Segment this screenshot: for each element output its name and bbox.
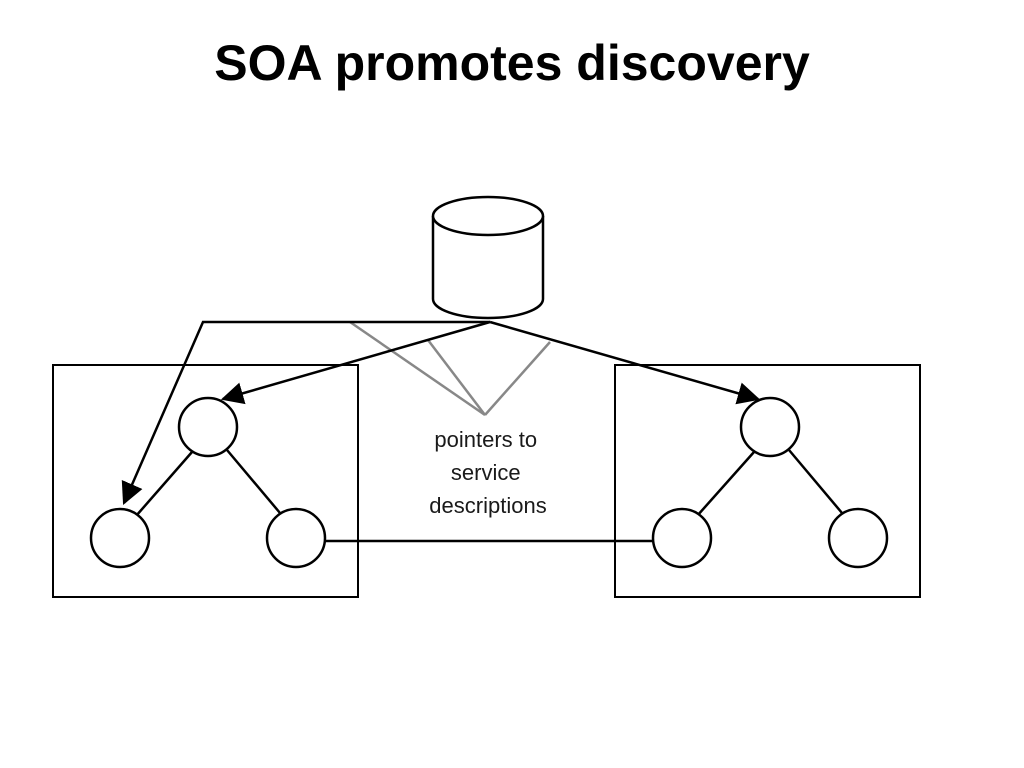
annotation-line-1: pointers to [434,427,537,452]
left-tree-edge-left [135,451,193,517]
discovery-arrow-left-leaf [121,320,490,506]
right-tree-edge-left [696,451,755,517]
slide-title: SOA promotes discovery [214,35,810,91]
left-service-box [52,364,359,598]
pointer-line-left [349,320,486,417]
right-root-node [739,396,801,458]
pointer-line-middle [427,339,486,416]
right-child-node-left [651,507,713,569]
registry-database-icon [431,195,545,320]
right-child-node-right [827,507,889,569]
annotation-line-3: descriptions [429,493,546,518]
annotation-line-2: service [451,460,521,485]
left-tree-edge-right [226,449,281,514]
discovery-arrow-left-root [220,320,491,405]
left-root-node [177,396,239,458]
right-tree-edge-right [788,449,843,514]
left-child-node-left [89,507,151,569]
right-tree-edges [696,449,843,517]
discovery-arrow-right-root [489,320,761,405]
right-service-box [614,364,921,598]
pointer-lines [349,320,551,417]
discovery-arrows [121,320,761,506]
left-tree-edges [135,449,281,517]
pointer-line-right [484,341,551,416]
left-child-node-right [265,507,327,569]
annotation-text: pointers to service descriptions [429,427,546,518]
